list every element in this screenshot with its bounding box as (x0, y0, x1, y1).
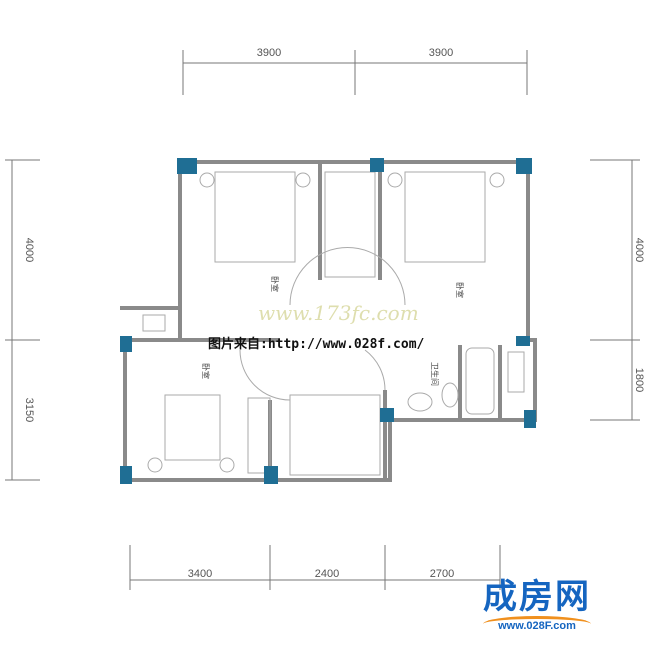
watermark-source: 图片来自:http://www.028f.com/ (208, 337, 425, 352)
dim-left-1: 4000 (23, 238, 35, 262)
dim-bottom-3: 2700 (430, 568, 454, 580)
logo-name: 成房网 (483, 577, 591, 617)
dim-right-1: 4000 (633, 238, 645, 262)
lamp-icon (387, 172, 403, 188)
bed-icon (404, 171, 486, 263)
dimension-lines (5, 50, 640, 590)
room-label-bathroom: 卫生间 (430, 362, 440, 386)
dim-left-2: 3150 (23, 398, 35, 422)
lamp-icon (199, 172, 215, 188)
toilet-icon (441, 382, 459, 408)
wardrobe-icon (247, 397, 271, 474)
logo-url: www.028F.com (483, 616, 591, 632)
sink-icon (407, 392, 433, 412)
lamp-icon (219, 457, 235, 473)
window-icon (507, 351, 525, 393)
lamp-icon (489, 172, 505, 188)
door-swing (364, 349, 386, 391)
dim-right-2: 1800 (633, 368, 645, 392)
dim-top-2: 3900 (429, 47, 453, 59)
lamp-icon (295, 172, 311, 188)
bed-icon (164, 394, 221, 461)
dim-bottom-1: 3400 (188, 568, 212, 580)
staircase-icon (289, 394, 381, 476)
brand-logo: 成房网 www.028F.com (483, 578, 591, 632)
watermark-173fc: www.173fc.com (258, 301, 419, 325)
door-swing (289, 247, 406, 306)
room-label-bedroom: 卧室 (270, 276, 280, 292)
window-icon (142, 314, 166, 332)
fixtures (142, 171, 525, 476)
room-label-bedroom: 卧室 (455, 282, 465, 298)
bed-icon (214, 171, 296, 263)
room-label-bedroom: 卧室 (201, 363, 211, 379)
bathtub-icon (465, 347, 495, 415)
dim-bottom-2: 2400 (315, 568, 339, 580)
dim-top-1: 3900 (257, 47, 281, 59)
columns (120, 158, 536, 484)
wardrobe-icon (324, 171, 376, 278)
door-swing (239, 349, 291, 401)
lamp-icon (147, 457, 163, 473)
